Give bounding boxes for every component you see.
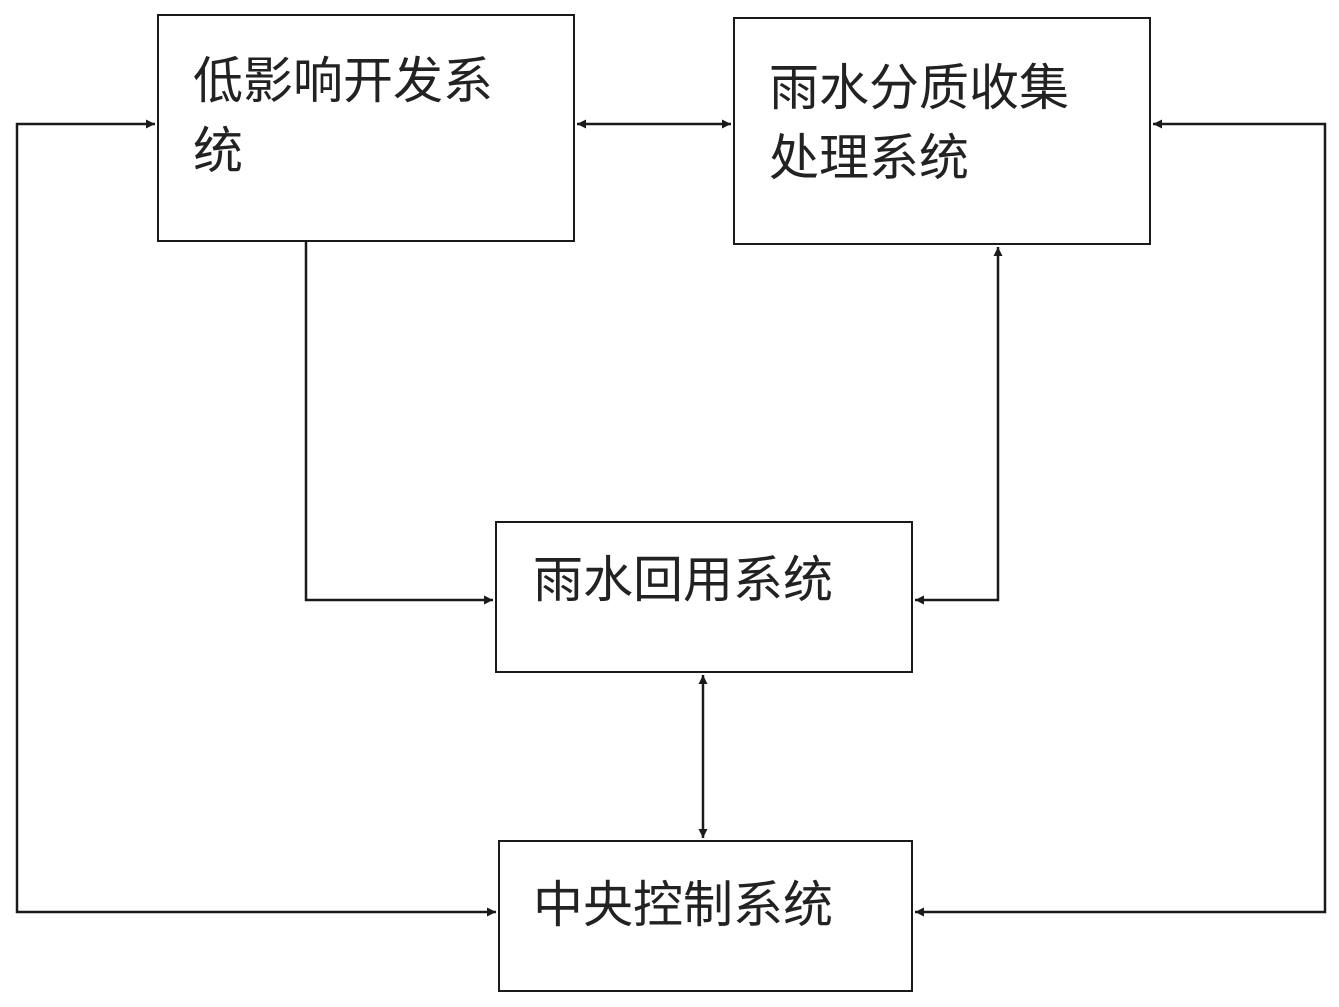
node-label: 中央控制系统: [533, 876, 833, 934]
node-rainwater-collection: 雨水分质收集 处理系统: [733, 17, 1151, 245]
node-label: 雨水分质收集 处理系统: [769, 59, 1069, 187]
double-arrow: [15, 119, 496, 917]
node-low-impact-development: 低影响开发系 统: [157, 14, 575, 242]
edge-lid-reuse: [304, 242, 493, 605]
double-arrow: [915, 247, 1003, 605]
edge-central-lid: [15, 119, 496, 917]
arrow: [304, 242, 493, 605]
edge-central-collection: [915, 119, 1327, 917]
node-rainwater-reuse: 雨水回用系统: [495, 521, 913, 673]
double-arrow: [915, 119, 1327, 917]
node-label: 雨水回用系统: [533, 551, 833, 609]
edge-collection-reuse: [915, 247, 1003, 605]
node-central-control: 中央控制系统: [498, 840, 913, 992]
node-label: 低影响开发系 统: [193, 52, 493, 180]
